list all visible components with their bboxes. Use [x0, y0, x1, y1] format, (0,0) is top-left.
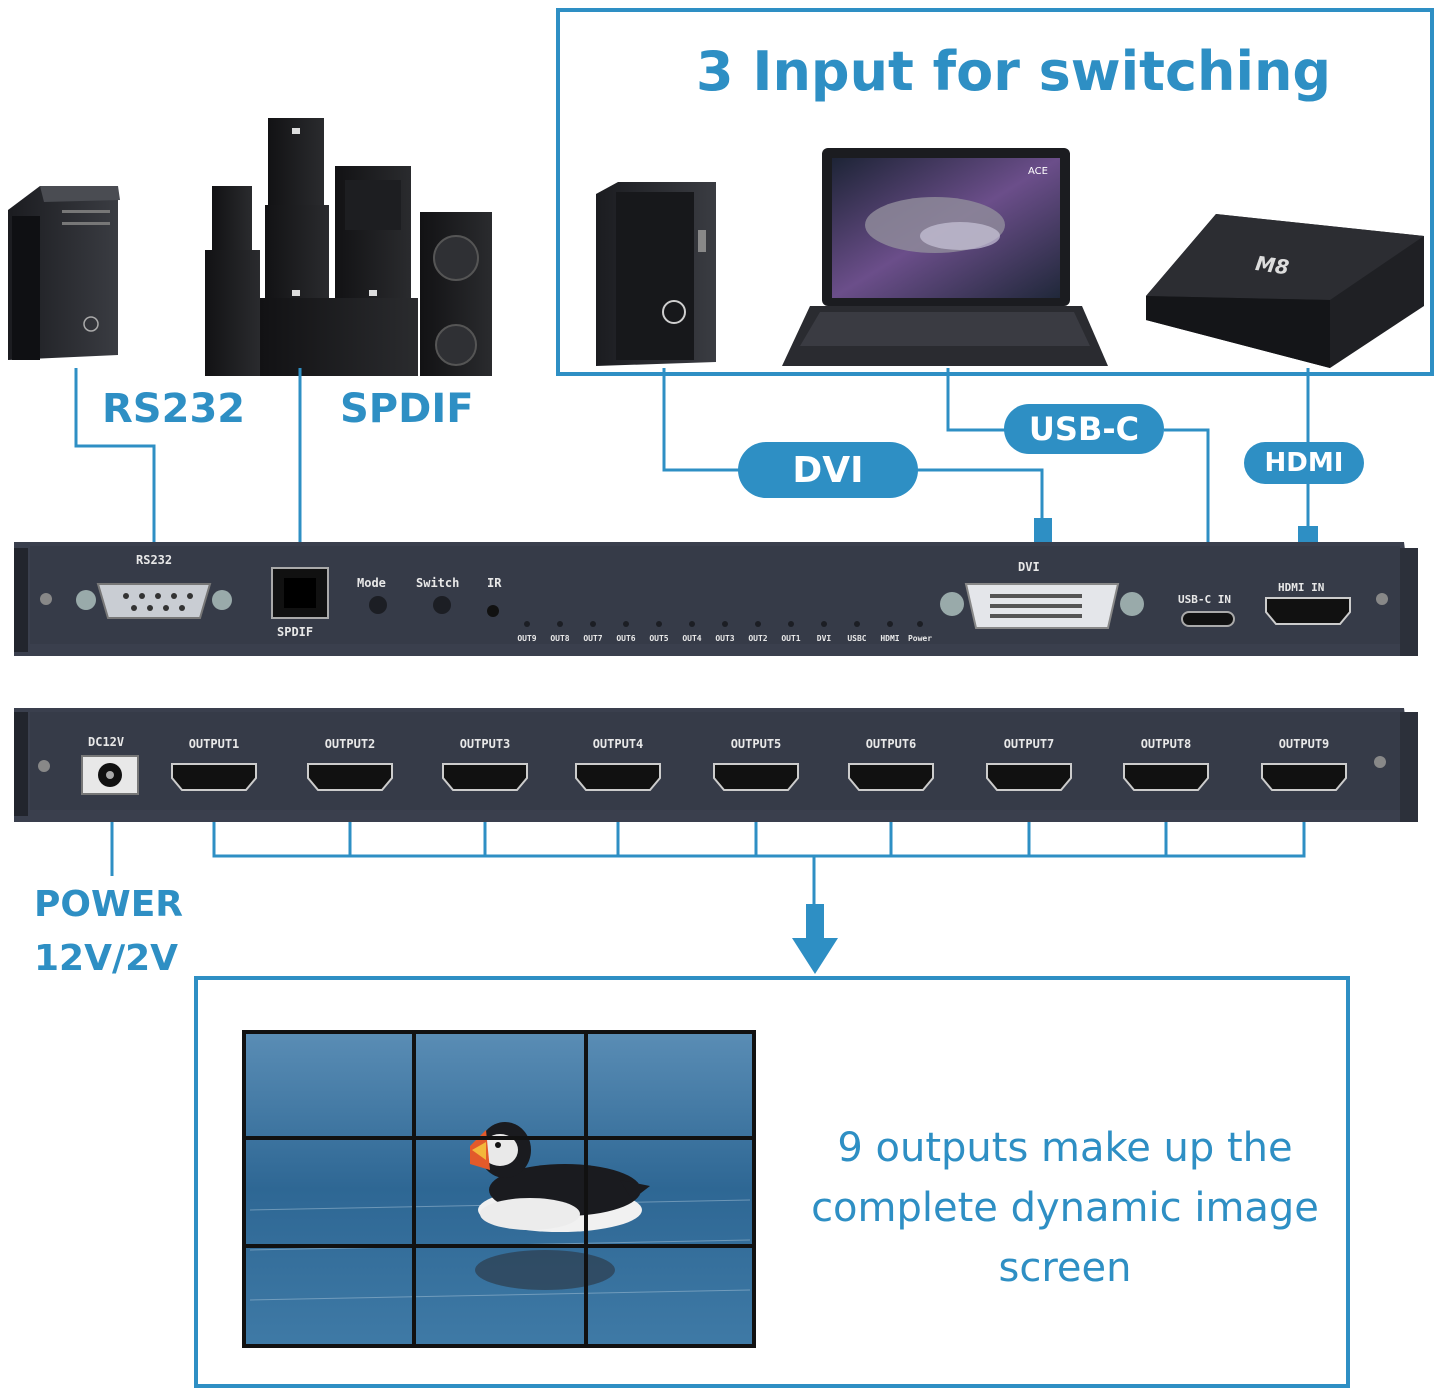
power-label-line1: POWER [34, 884, 184, 925]
caption-line-1: 9 outputs make up the [837, 1125, 1293, 1171]
hp-pc-icon [8, 186, 120, 360]
laptop-icon: ACE [782, 148, 1108, 366]
rs232-label: RS232 [102, 386, 246, 432]
output-caption: 9 outputs make up the complete dynamic i… [790, 1118, 1340, 1298]
input-sources-box [556, 8, 1434, 376]
hdmi-output-port-3 [442, 763, 528, 791]
dvi-pill: DVI [738, 442, 918, 498]
usbc-pill: USB-C [1004, 404, 1164, 454]
output-display-box [194, 976, 1350, 1388]
hdmi-output-port-7 [986, 763, 1072, 791]
rear-panel [14, 708, 1418, 822]
svg-text:M8: M8 [1254, 251, 1291, 279]
svg-text:ACE: ACE [1028, 166, 1048, 177]
hdmi-output-port-1 [171, 763, 257, 791]
power-label-line2: 12V/2V [34, 938, 179, 979]
front-panel [14, 542, 1418, 656]
caption-line-3: screen [998, 1245, 1132, 1291]
hdmi-output-port-8 [1123, 763, 1209, 791]
spdif-label: SPDIF [340, 386, 474, 432]
hdmi-output-port-9 [1261, 763, 1347, 791]
hdmi-output-port-2 [307, 763, 393, 791]
video-wall [242, 1030, 756, 1348]
caption-line-2: complete dynamic image [811, 1185, 1319, 1231]
hdmi-output-port-5 [713, 763, 799, 791]
hdmi-output-port-4 [575, 763, 661, 791]
input-box-title: 3 Input for switching [696, 40, 1332, 103]
hdmi-pill: HDMI [1244, 442, 1364, 484]
hdmi-output-port-6 [848, 763, 934, 791]
speakers-icon [205, 118, 492, 376]
dell-pc-icon [596, 182, 716, 366]
tv-box-icon: M8 [1146, 214, 1424, 368]
